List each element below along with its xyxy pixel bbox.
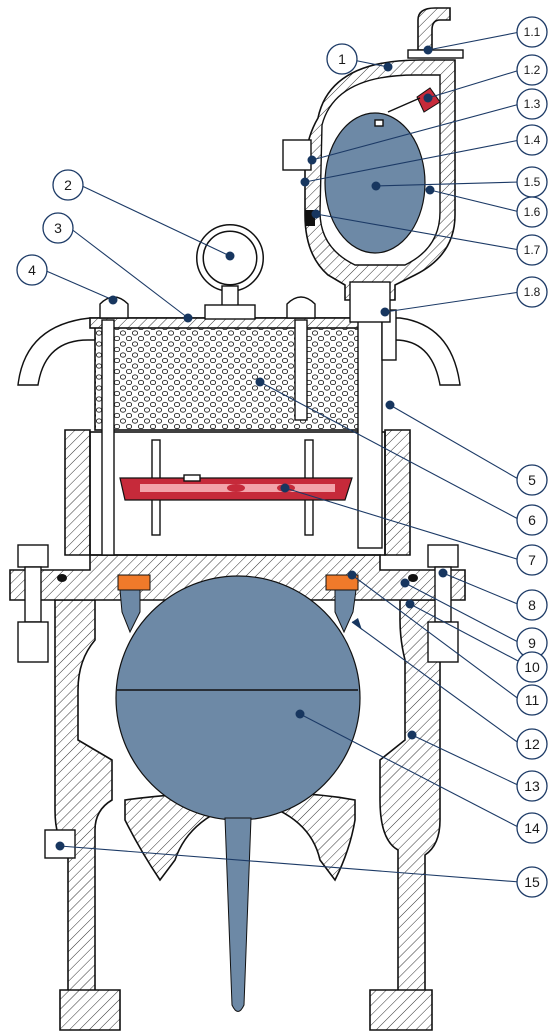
dot-1.6 xyxy=(425,185,435,195)
callout-7: 7 xyxy=(516,544,548,576)
callout-8: 8 xyxy=(516,589,548,621)
leader-1.6 xyxy=(429,189,521,213)
callout-11: 11 xyxy=(516,684,548,716)
callout-label-3: 3 xyxy=(54,220,62,236)
dot-1.7 xyxy=(311,209,321,219)
callout-label-13: 13 xyxy=(524,778,540,794)
leader-15 xyxy=(59,845,521,883)
dot-10 xyxy=(405,599,415,609)
callout-label-2: 2 xyxy=(64,177,72,193)
leader-7 xyxy=(284,487,521,561)
leader-14 xyxy=(299,713,521,829)
callout-2: 2 xyxy=(52,169,84,201)
leader-lines xyxy=(43,31,521,883)
arrow-12 xyxy=(352,618,362,630)
dot-1.5 xyxy=(371,181,381,191)
callout-10-visible: 10 xyxy=(516,651,548,683)
callout-label-1.8: 1.8 xyxy=(524,285,541,299)
leader-12 xyxy=(351,621,521,745)
callout-12: 12 xyxy=(516,728,548,760)
callout-bubbles: 1 1.1 1.2 1.3 1.4 1.5 1.6 1.7 1.8 2 3 4 … xyxy=(16,16,548,898)
leader-1 xyxy=(352,59,389,68)
callout-1.7: 1.7 xyxy=(516,234,548,266)
callout-label-1.2: 1.2 xyxy=(524,63,541,77)
leader-11 xyxy=(351,574,521,701)
callout-label-5: 5 xyxy=(528,472,536,488)
callout-label-1.4: 1.4 xyxy=(524,133,541,147)
dot-1.4 xyxy=(300,177,310,187)
leader-1.3 xyxy=(311,103,521,161)
callout-1.1: 1.1 xyxy=(516,16,548,48)
callout-label-14: 14 xyxy=(524,820,540,836)
callout-13: 13 xyxy=(516,770,548,802)
dot-4 xyxy=(108,295,118,305)
callout-3: 3 xyxy=(42,212,74,244)
callout-label-8: 8 xyxy=(528,597,536,613)
callout-label-1.7: 1.7 xyxy=(524,243,541,257)
leader-1.8 xyxy=(384,291,521,313)
callout-label-1.1: 1.1 xyxy=(524,25,541,39)
dot-5 xyxy=(385,400,395,410)
callout-1.6: 1.6 xyxy=(516,196,548,228)
callout-label-7: 7 xyxy=(528,552,536,568)
callout-label-1.6: 1.6 xyxy=(524,205,541,219)
leader-3 xyxy=(69,227,189,319)
dot-2 xyxy=(225,251,235,261)
callout-label-1: 1 xyxy=(338,51,346,67)
callout-14: 14 xyxy=(516,812,548,844)
callout-1.5: 1.5 xyxy=(516,166,548,198)
dot-14 xyxy=(295,709,305,719)
callout-4: 4 xyxy=(16,254,48,286)
leader-1.2 xyxy=(427,69,521,99)
dot-1.2 xyxy=(423,93,433,103)
callout-label-1.5: 1.5 xyxy=(524,175,541,189)
callout-1: 1 xyxy=(326,43,358,75)
leader-1.1 xyxy=(427,31,521,51)
callout-label-6: 6 xyxy=(528,512,536,528)
callout-label-10: 10 xyxy=(524,659,540,675)
leader-6 xyxy=(259,381,521,521)
dot-9 xyxy=(400,578,410,588)
dot-6 xyxy=(255,377,265,387)
leader-10 xyxy=(409,603,521,663)
leader-1.4 xyxy=(304,139,521,183)
leader-2 xyxy=(79,184,231,257)
dot-1 xyxy=(383,62,393,72)
leader-4 xyxy=(43,269,114,301)
callout-label-4: 4 xyxy=(28,262,36,278)
callout-1.8: 1.8 xyxy=(516,276,548,308)
callout-1.3: 1.3 xyxy=(516,88,548,120)
callout-15: 15 xyxy=(516,866,548,898)
dot-11 xyxy=(347,570,357,580)
callout-6: 6 xyxy=(516,504,548,536)
leader-9 xyxy=(404,582,521,644)
callout-5: 5 xyxy=(516,464,548,496)
dot-15 xyxy=(55,841,65,851)
callout-label-9: 9 xyxy=(528,635,536,651)
callout-1.4: 1.4 xyxy=(516,124,548,156)
callout-1.2: 1.2 xyxy=(516,54,548,86)
leader-1.5 xyxy=(375,181,521,187)
callout-label-12: 12 xyxy=(524,736,540,752)
callout-label-15: 15 xyxy=(524,874,540,890)
leader-1.7 xyxy=(315,213,521,251)
leader-13 xyxy=(411,734,521,787)
dot-1.1 xyxy=(423,45,433,55)
dot-13 xyxy=(407,730,417,740)
small-auxiliary-valve xyxy=(282,7,464,323)
dot-7 xyxy=(280,483,290,493)
leader-5 xyxy=(389,404,521,481)
dot-1.3 xyxy=(307,155,317,165)
leader-8 xyxy=(442,572,521,606)
dot-3 xyxy=(183,313,193,323)
main-float xyxy=(115,575,361,1012)
dot-8 xyxy=(438,568,448,578)
dot-1.8 xyxy=(380,307,390,317)
callout-label-1.3: 1.3 xyxy=(524,97,541,111)
callout-dots xyxy=(55,45,448,851)
callout-label-11: 11 xyxy=(525,692,540,708)
